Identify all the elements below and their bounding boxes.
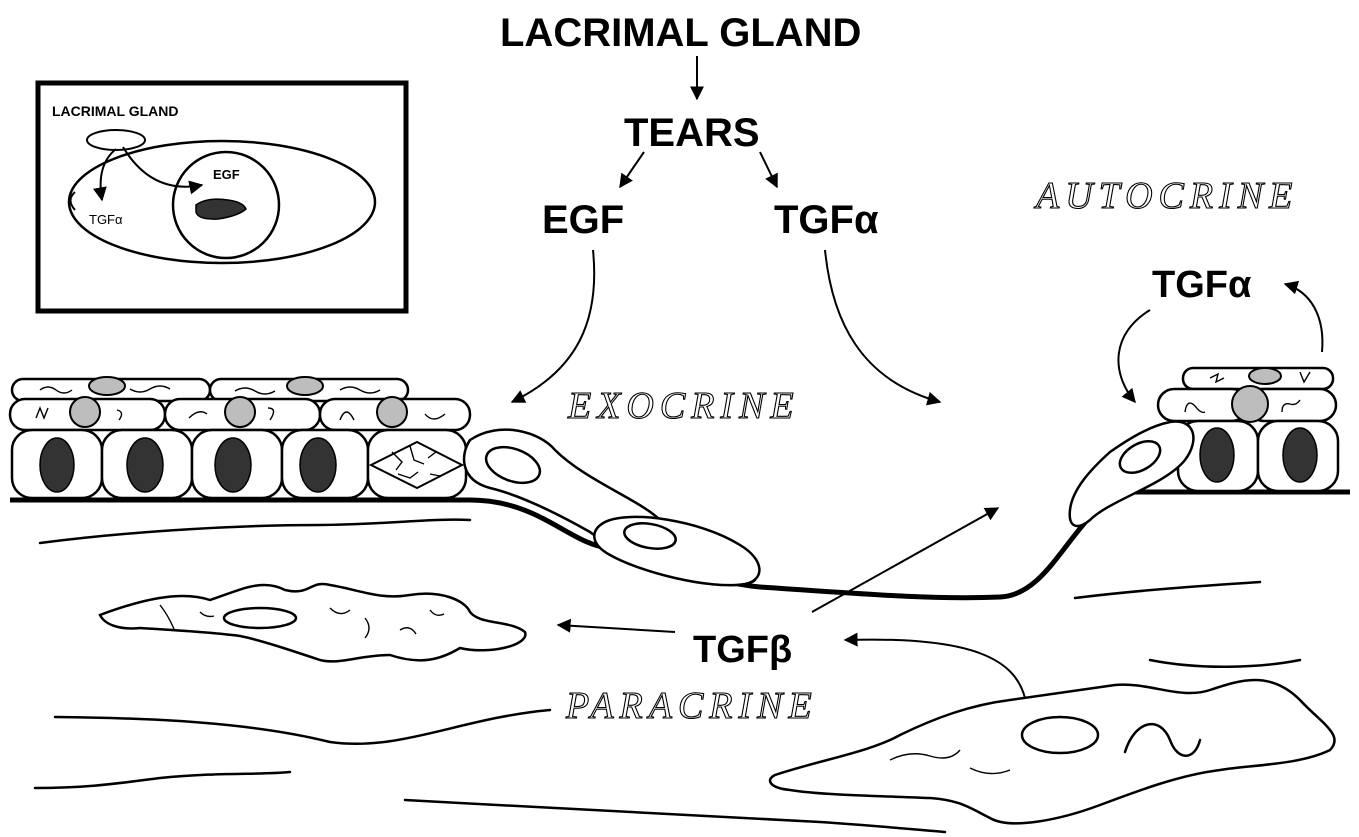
inset-egf-label: EGF (213, 167, 240, 182)
tgf-beta-label: TGFβ (693, 629, 792, 671)
tears-label: TEARS (624, 111, 760, 155)
keratocyte-to-tgf-beta-arrow (845, 640, 1025, 698)
egf-to-epithelium-arrow (512, 250, 594, 402)
autocrine-label: AUTOCRINE (1033, 175, 1298, 217)
tgf-alpha-label: TGFα (774, 198, 879, 242)
inset-lacrimal-gland-label: LACRIMAL GLAND (52, 103, 179, 119)
inset-gland-icon (87, 130, 145, 150)
keratocyte-left (100, 584, 525, 661)
egf-label: EGF (542, 198, 624, 242)
inset-panel: LACRIMAL GLAND EGF TGFα (38, 83, 406, 311)
tgf-alpha-autocrine-label: TGFα (1152, 264, 1251, 306)
exocrine-label: EXOCRINE (567, 385, 800, 427)
inset-tgf-alpha-label: TGFα (89, 212, 123, 227)
lacrimal-gland-label: LACRIMAL GLAND (500, 11, 861, 55)
autocrine-down-arrow (1118, 310, 1150, 402)
autocrine-up-arrow (1285, 284, 1322, 352)
migrating-cell-left-2 (594, 517, 759, 585)
tgf-beta-to-keratocyte-arrow (558, 625, 675, 632)
tears-to-tgf-alpha-arrow (760, 152, 777, 187)
tears-to-egf-arrow (620, 152, 644, 187)
tgf-alpha-to-epithelium-arrow (825, 250, 940, 402)
left-epithelium (10, 377, 470, 498)
paracrine-label: PARACRINE (565, 685, 818, 727)
